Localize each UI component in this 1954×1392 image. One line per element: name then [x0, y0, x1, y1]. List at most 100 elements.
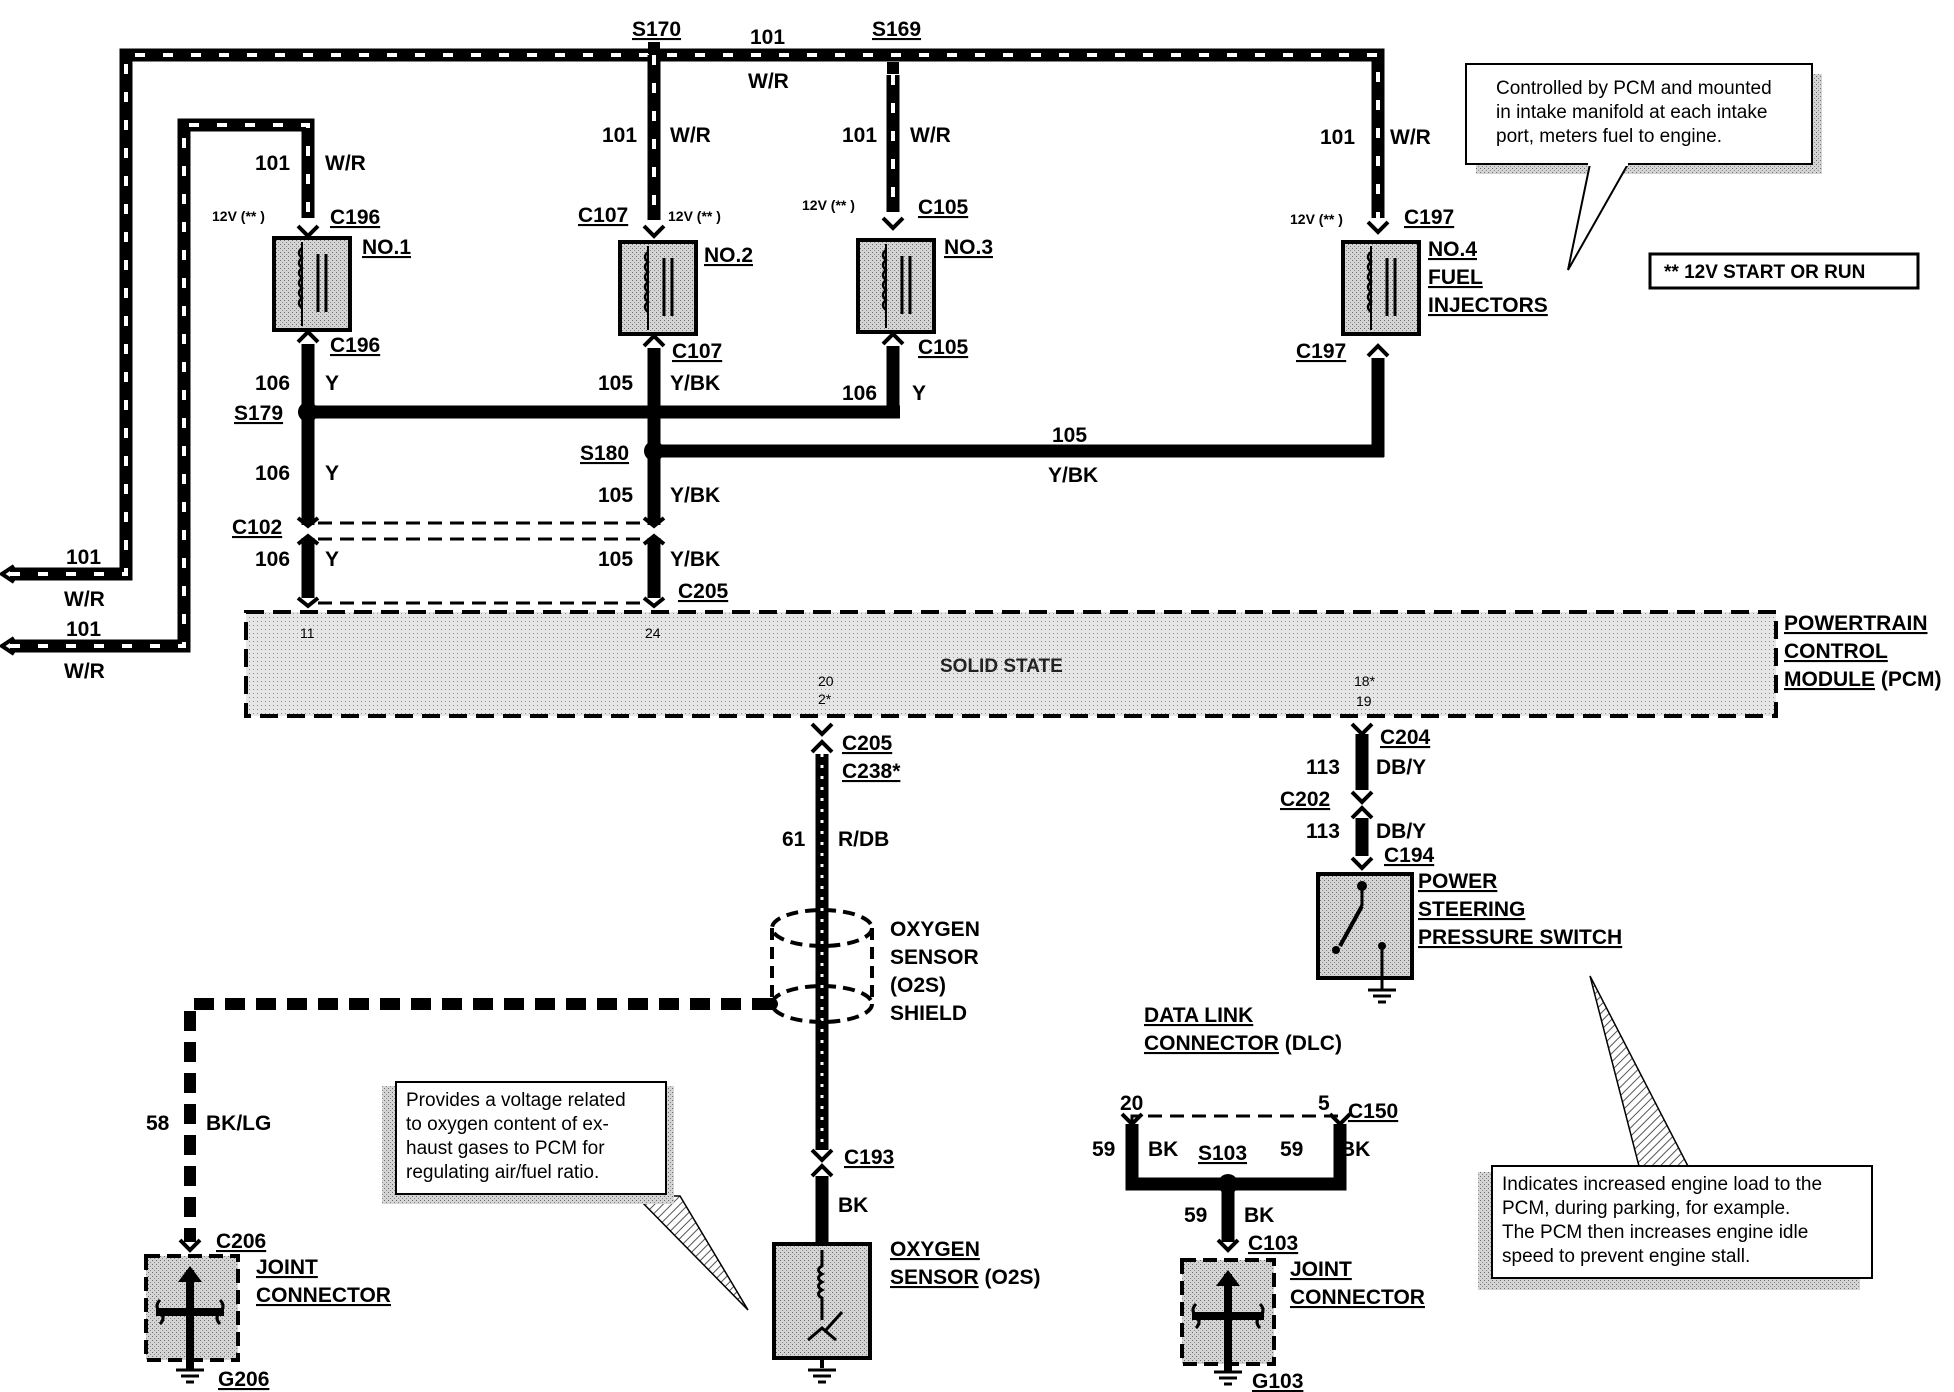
powertrain-control-module: SOLID STATE 11 24 20 2* 18* 19 POWERTRAI… — [244, 610, 1942, 718]
color-ybk-b: Y/BK — [1048, 464, 1098, 487]
svg-text:haust gases to PCM for: haust gases to PCM for — [406, 1138, 605, 1159]
svg-text:C107: C107 — [578, 204, 628, 227]
circuit-101-left-a: 101 — [66, 546, 101, 569]
color-wr-inj2: W/R — [670, 124, 711, 147]
color-y-c: Y — [325, 462, 339, 485]
circuit-105-a: 105 — [598, 372, 633, 395]
circuit-101-inj2: 101 — [602, 124, 637, 147]
svg-text:113: 113 — [1306, 756, 1340, 779]
svg-text:C194: C194 — [1384, 844, 1435, 867]
fuel-injector-4: C197 C197 NO.4 FUEL INJECTORS — [1296, 206, 1548, 363]
splice-s170: S170 — [632, 18, 681, 54]
circuit-101-left-b: 101 — [66, 618, 101, 641]
svg-text:DATA LINK: DATA LINK — [1144, 1004, 1253, 1027]
svg-text:OXYGEN: OXYGEN — [890, 918, 980, 941]
svg-text:Controlled by PCM and mounted: Controlled by PCM and mounted — [1496, 78, 1772, 99]
svg-text:19: 19 — [1356, 693, 1372, 709]
svg-text:59: 59 — [1280, 1138, 1303, 1161]
svg-text:CONNECTOR: CONNECTOR — [1290, 1286, 1425, 1309]
svg-text:POWER: POWER — [1418, 870, 1497, 893]
voltage-inj2: 12V (** ) — [668, 208, 721, 224]
note-fuel-injector: Controlled by PCM and mounted in intake … — [1465, 63, 1822, 271]
svg-text:C196: C196 — [330, 334, 380, 357]
oxygen-sensor: OXYGEN SENSOR (O2S) — [772, 1238, 1041, 1384]
svg-text:** 12V START OR RUN: ** 12V START OR RUN — [1664, 262, 1865, 283]
svg-text:STEERING: STEERING — [1418, 898, 1525, 921]
svg-text:in intake manifold at each int: in intake manifold at each intake — [1496, 102, 1767, 123]
svg-text:Indicates increased engine loa: Indicates increased engine load to the — [1502, 1174, 1822, 1195]
svg-text:JOINT: JOINT — [256, 1256, 318, 1279]
svg-text:BK: BK — [1340, 1138, 1370, 1161]
svg-text:SENSOR: SENSOR — [890, 946, 979, 969]
circuit-106-d: 106 — [255, 548, 290, 571]
svg-text:NO.1: NO.1 — [362, 236, 411, 259]
svg-text:5: 5 — [1318, 1092, 1330, 1115]
svg-text:C196: C196 — [330, 206, 380, 229]
svg-text:SENSOR (O2S): SENSOR (O2S) — [890, 1266, 1041, 1289]
svg-text:The PCM then increases engine: The PCM then increases engine idle — [1502, 1222, 1808, 1243]
svg-text:2*: 2* — [818, 691, 832, 707]
connector-c238: C238* — [842, 760, 901, 783]
svg-text:58: 58 — [146, 1112, 170, 1135]
svg-text:NO.4: NO.4 — [1428, 238, 1477, 261]
svg-text:Provides a voltage related: Provides a voltage related — [406, 1090, 626, 1111]
circuit-61: 61 — [782, 828, 806, 851]
wire-105-ybk — [647, 348, 1385, 598]
svg-text:BK/LG: BK/LG — [206, 1112, 271, 1135]
svg-text:C150: C150 — [1348, 1100, 1398, 1123]
color-ybk-a: Y/BK — [670, 372, 720, 395]
circuit-106-a: 106 — [255, 372, 290, 395]
svg-text:C202: C202 — [1280, 788, 1330, 811]
note-power-steering: Indicates increased engine load to the P… — [1478, 975, 1873, 1290]
svg-text:NO.3: NO.3 — [944, 236, 993, 259]
svg-text:to oxygen content of ex-: to oxygen content of ex- — [406, 1114, 609, 1135]
svg-text:S103: S103 — [1198, 1142, 1247, 1165]
circuit-106-c: 106 — [255, 462, 290, 485]
o2s-shield: OXYGEN SENSOR (O2S) SHIELD — [766, 908, 980, 1025]
svg-text:SOLID STATE: SOLID STATE — [940, 656, 1063, 677]
svg-text:C105: C105 — [918, 196, 969, 219]
color-rdb: R/DB — [838, 828, 889, 851]
svg-text:speed to prevent engine stall.: speed to prevent engine stall. — [1502, 1246, 1750, 1267]
svg-text:C105: C105 — [918, 336, 969, 359]
wire-113-dby: C204 113 DB/Y C202 113 DB/Y C194 — [1280, 722, 1435, 871]
svg-text:G103: G103 — [1252, 1370, 1303, 1392]
svg-text:59: 59 — [1092, 1138, 1115, 1161]
data-link-connector: DATA LINK CONNECTOR (DLC) 20 5 C150 59 B… — [1092, 1004, 1398, 1242]
svg-text:24: 24 — [645, 625, 661, 641]
fuel-injector-3: C105 NO.3 C105 — [856, 196, 993, 359]
color-wr-top: W/R — [748, 70, 789, 93]
svg-text:18*: 18* — [1354, 673, 1376, 689]
svg-text:PCM, during parking, for examp: PCM, during parking, for example. — [1502, 1198, 1790, 1219]
color-ybk-d: Y/BK — [670, 548, 720, 571]
power-steering-pressure-switch: POWER STEERING PRESSURE SWITCH — [1316, 870, 1622, 1004]
color-wr-left-a: W/R — [64, 588, 105, 611]
svg-text:C103: C103 — [1248, 1232, 1298, 1255]
color-wr-inj1: W/R — [325, 152, 366, 175]
svg-text:regulating air/fuel ratio.: regulating air/fuel ratio. — [406, 1162, 599, 1183]
color-wr-inj3: W/R — [910, 124, 951, 147]
svg-text:20: 20 — [1120, 1092, 1143, 1115]
wire-101-wr — [0, 48, 1385, 656]
svg-text:JOINT: JOINT — [1290, 1258, 1352, 1281]
svg-text:S169: S169 — [872, 18, 921, 41]
splice-s180: S180 — [580, 441, 664, 465]
voltage-inj3: 12V (** ) — [802, 197, 855, 213]
svg-text:MODULE (PCM): MODULE (PCM) — [1784, 668, 1942, 691]
svg-text:DB/Y: DB/Y — [1376, 756, 1426, 779]
svg-text:C102: C102 — [232, 516, 282, 539]
svg-text:20: 20 — [818, 673, 834, 689]
svg-text:C197: C197 — [1296, 340, 1346, 363]
wire-61-rdb — [810, 722, 834, 1244]
svg-text:C107: C107 — [672, 340, 722, 363]
circuit-101-top: 101 — [750, 26, 785, 49]
color-y-a: Y — [325, 372, 339, 395]
svg-text:59: 59 — [1184, 1204, 1207, 1227]
joint-connector-g103: C103 JOINT CONNECTOR G103 — [1180, 1232, 1425, 1392]
svg-text:NO.2: NO.2 — [704, 244, 753, 267]
svg-text:SHIELD: SHIELD — [890, 1002, 967, 1025]
legend-12v-start-or-run: ** 12V START OR RUN — [1648, 252, 1920, 290]
fuel-injector-1: C196 NO.1 C196 — [272, 206, 411, 357]
svg-text:C204: C204 — [1380, 726, 1431, 749]
